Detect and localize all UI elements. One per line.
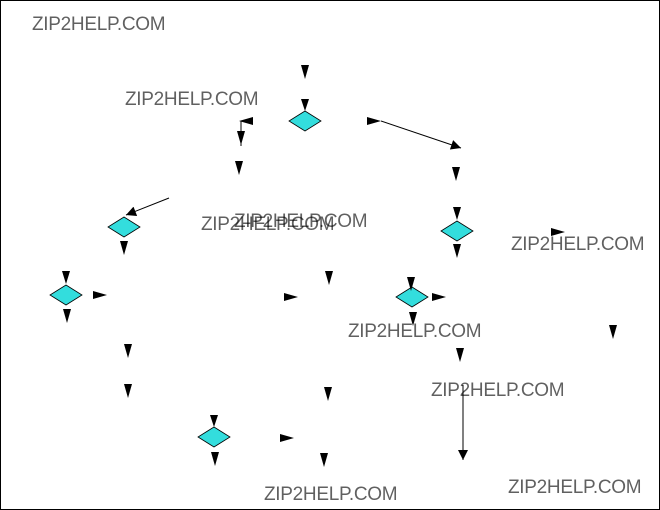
arrowheads [62, 65, 617, 467]
arrowhead-right [280, 434, 294, 442]
arrowhead-down [453, 244, 461, 258]
decision-diamond[interactable] [197, 426, 231, 448]
watermark-text: ZIP2HELP.COM [431, 380, 565, 401]
decision-diamonds [49, 110, 474, 448]
arrowhead-down [320, 453, 328, 467]
arrowhead-down [120, 241, 128, 255]
watermark-text: ZIP2HELP.COM [32, 14, 166, 35]
arrowhead-right [367, 117, 381, 125]
decision-diamond[interactable] [440, 220, 474, 242]
arrowhead-down [609, 325, 617, 339]
decision-diamond[interactable] [49, 284, 83, 306]
decision-diamond[interactable] [288, 110, 322, 132]
arrowhead-down [325, 271, 333, 285]
connector-line [380, 120, 462, 150]
arrowhead-right [284, 293, 298, 301]
arrowhead-down [235, 161, 243, 175]
arrowhead-down [456, 348, 464, 362]
arrowhead-down [407, 277, 415, 291]
watermark-text: ZIP2HELP.COM [508, 477, 642, 498]
arrowhead-down [124, 384, 132, 398]
arrowhead-down [62, 271, 70, 284]
arrowhead-down [210, 415, 218, 427]
arrowhead-down [409, 312, 417, 326]
arrowhead-down [301, 65, 309, 79]
arrowhead-left [239, 117, 253, 125]
arrowhead-down [301, 99, 309, 111]
arrowhead-down [452, 167, 460, 181]
watermark-text: ZIP2HELP.COM [264, 484, 398, 505]
watermark-text: ZIP2HELP.COM [234, 211, 368, 232]
watermark-text: ZIP2HELP.COM [511, 234, 645, 255]
watermark-text: ZIP2HELP.COM [348, 321, 482, 342]
connector-line [125, 197, 170, 216]
arrowhead-down [453, 207, 461, 220]
arrowhead-down [237, 131, 245, 145]
arrowhead-down [124, 344, 132, 358]
decision-diamond[interactable] [395, 286, 429, 308]
arrowhead-down [63, 309, 71, 323]
arrowhead-down [324, 387, 332, 401]
arrowhead-right [432, 293, 446, 301]
decision-diamond[interactable] [107, 216, 141, 238]
arrowhead-down [211, 452, 219, 466]
watermark-text: ZIP2HELP.COM [201, 214, 335, 235]
arrowhead-right [551, 228, 565, 236]
watermark-text: ZIP2HELP.COM [125, 89, 259, 110]
arrowhead-right [93, 291, 107, 299]
